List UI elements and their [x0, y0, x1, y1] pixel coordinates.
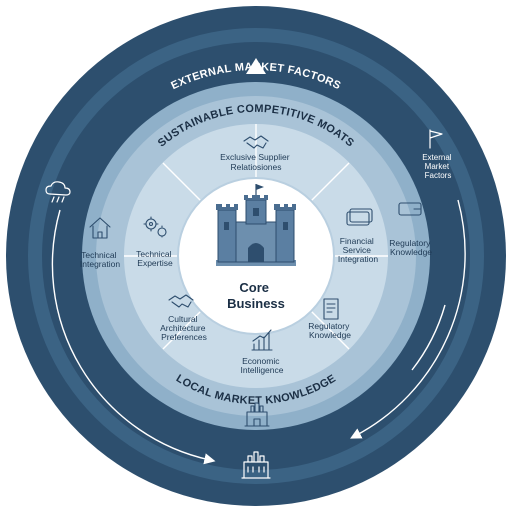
segment-technical-integration: Technical Integration: [80, 250, 120, 269]
core-business-label: Core Business: [227, 280, 285, 311]
castle-icon: [216, 184, 296, 266]
segment-cultural-architecture: Cultural Architecture Preferences: [160, 314, 208, 342]
external-factors-side-label: External Market Factors: [422, 153, 454, 180]
segment-technical-expertise: Technical Expertise: [136, 249, 174, 268]
segment-regulatory-outer: Regulatory Knowledge: [389, 238, 432, 257]
building-icon: [241, 451, 271, 479]
top-pointer: [246, 58, 266, 74]
chart-icon: [251, 329, 273, 351]
gears-icon: [143, 216, 167, 238]
storm-cloud-icon: [45, 181, 71, 203]
segment-financial-service: Financial Service Integration: [338, 236, 378, 264]
wallet-scales-icon: [398, 202, 422, 216]
segment-regulatory-inner: Regulatory Knowledge: [308, 321, 351, 340]
local-building-icon: [244, 402, 270, 427]
house-tools-icon: [89, 217, 111, 239]
segment-economic-intelligence: Economic Intelligence: [240, 356, 283, 375]
document-icon: [323, 298, 339, 320]
money-icon: [346, 208, 373, 226]
handshake-icon: [243, 135, 269, 149]
handshake-icon-2: [168, 294, 194, 308]
segment-exclusive-supplier: Exclusive Supplier Relatiosiones: [220, 152, 292, 172]
cycle-arrows: [51, 199, 466, 465]
flag-icon: [429, 129, 443, 149]
